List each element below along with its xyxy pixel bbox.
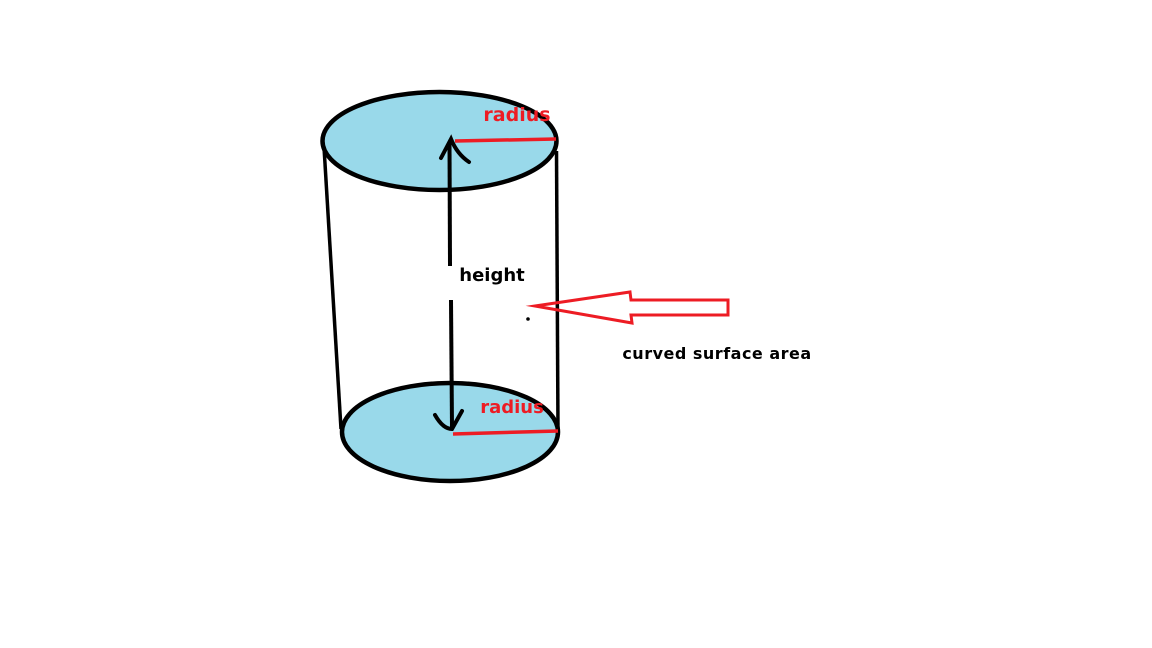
height-label: height (459, 265, 525, 286)
height-arrow-upper-line (447, 141, 452, 267)
cylinder-top-face (320, 89, 559, 193)
cylinder-right-side-line (554, 150, 560, 432)
cylinder-left-side-line (322, 146, 343, 430)
radius-label-bottom: radius (480, 397, 544, 418)
left-block-arrow-icon (525, 290, 730, 325)
radius-label-top: radius (483, 104, 550, 126)
height-arrowhead-down-icon (433, 409, 464, 432)
radius-line-top (454, 137, 557, 143)
height-arrow-lower-line (449, 299, 454, 429)
curved-surface-area-label: curved surface area (622, 344, 811, 363)
stray-dot (526, 317, 530, 321)
radius-line-bottom (452, 429, 559, 436)
height-arrowhead-up-icon (439, 134, 471, 164)
